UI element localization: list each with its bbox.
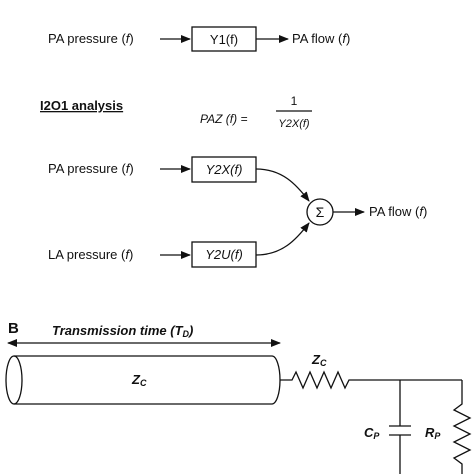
i2o1-section-title: I2O1 analysis	[40, 98, 123, 113]
paz-equation: PAZ (f) = 1 Y2X(f)	[200, 94, 312, 130]
tube-right-end	[271, 355, 281, 405]
paz-equation-lhs: PAZ (f) =	[200, 112, 247, 126]
compliance-capacitor: CP	[364, 380, 411, 474]
peripheral-resistor-label: RP	[425, 425, 441, 441]
paz-numerator: 1	[291, 94, 298, 108]
tube-left-end	[5, 355, 23, 405]
series-resistor: ZC	[280, 352, 462, 390]
series-resistor-zigzag	[280, 370, 462, 390]
panel-b-letter: B	[8, 320, 19, 337]
sigma-symbol: Σ	[316, 204, 325, 220]
input1-label: PA pressure (f)	[48, 161, 134, 176]
capacitor-label: CP	[364, 425, 380, 441]
transmission-time-label: Transmission time (TD)	[52, 323, 193, 339]
branch1-to-sum-arrow	[255, 168, 310, 202]
peripheral-resistor: RP	[425, 380, 472, 474]
tube-impedance-label: ZC	[131, 372, 147, 388]
y2u-box-label: Y2U(f)	[205, 247, 243, 262]
y1-box-label: Y1(f)	[210, 32, 238, 47]
top-output-label: PA flow (f)	[292, 31, 350, 46]
series-resistor-label: ZC	[311, 352, 327, 368]
pa-pressure-input: PA pressure (f) Y2X(f)	[48, 156, 257, 183]
top-input-label: PA pressure (f)	[48, 31, 134, 46]
top-transfer-row: PA pressure (f) Y1(f) PA flow (f)	[48, 26, 350, 52]
summed-output-label: PA flow (f)	[369, 204, 427, 219]
la-pressure-input: LA pressure (f) Y2U(f)	[48, 241, 257, 268]
summation-node: Σ	[306, 198, 334, 226]
y2x-box-label: Y2X(f)	[206, 162, 243, 177]
input2-label: LA pressure (f)	[48, 247, 133, 262]
branch2-to-sum-arrow	[255, 222, 310, 256]
peripheral-resistor-zigzag	[452, 380, 472, 474]
paz-denominator: Y2X(f)	[278, 118, 310, 130]
transmission-line-tube: ZC	[5, 355, 281, 405]
